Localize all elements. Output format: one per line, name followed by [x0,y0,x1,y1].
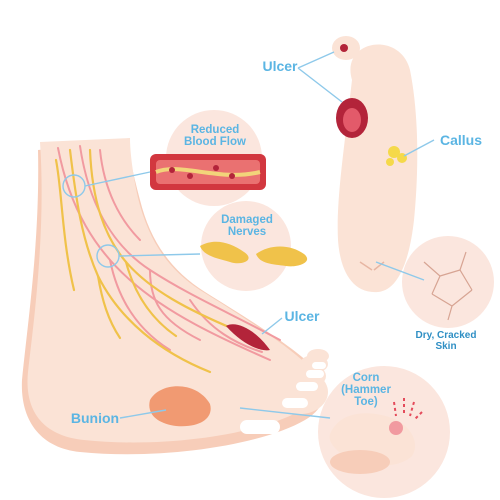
dry-cracked-skin-callout [402,236,494,328]
toenail-4 [306,370,324,378]
label-bunion: Bunion [70,410,120,426]
bunion [149,386,211,427]
label-reduced-blood-flow: Reduced Blood Flow [172,124,258,148]
foot-ulcer [226,324,270,351]
sole-heel-cracks [359,261,385,271]
label-dry-cracked-skin-line1: Dry, Cracked [415,330,477,341]
callus-spot [386,146,407,166]
label-damaged-nerves-line2: Nerves [227,226,267,238]
nerves-leader [118,253,201,257]
label-reduced-blood-flow-line2: Blood Flow [184,136,246,148]
leader-lines [62,51,435,419]
nerves-closeup [200,241,308,267]
sole-view [332,36,418,293]
label-dry-cracked-skin-line2: Skin [435,341,457,352]
sole-ulcer-leader-1 [297,51,335,69]
sole-ulcer-core [343,108,361,132]
label-ulcer-foot: Ulcer [284,308,320,324]
foot-side-view [21,138,329,455]
toenail-2 [282,398,308,408]
damaged-nerves-callout [201,201,291,291]
sole-body [337,44,418,293]
label-damaged-nerves-line1: Damaged [221,214,273,226]
hammer-toe-leader [239,407,331,419]
label-corn-hammer-toe: Corn (Hammer Toe) [336,372,396,408]
hammer-toe-closeup [329,398,423,474]
blood-vessels [57,145,281,361]
label-ulcer-sole: Ulcer [262,58,298,74]
blood-vessel-closeup [150,154,266,190]
foot-ulcer-leader [261,317,283,335]
label-corn-line1: Corn [352,372,380,384]
label-corn-line3: Toe) [354,396,378,408]
sole-toe-ulcer [340,44,348,52]
nerves [54,148,238,374]
toe-4 [307,349,329,363]
dry-skin-leader [375,261,425,281]
toenail-3 [296,382,318,391]
bunion-leader [119,409,167,419]
callus-leader [403,139,435,157]
blood-flow-leader [84,171,151,187]
label-dry-cracked-skin: Dry, Cracked Skin [408,330,484,352]
toenail-big [240,420,280,434]
label-damaged-nerves: Damaged Nerves [210,214,284,238]
cracked-skin-closeup [423,251,473,321]
toenail-5 [312,362,326,369]
label-reduced-blood-flow-line1: Reduced [190,124,240,136]
sole-ulcer-leader-2 [297,67,343,103]
label-callus: Callus [439,132,482,148]
label-corn-line2: (Hammer [341,384,391,396]
